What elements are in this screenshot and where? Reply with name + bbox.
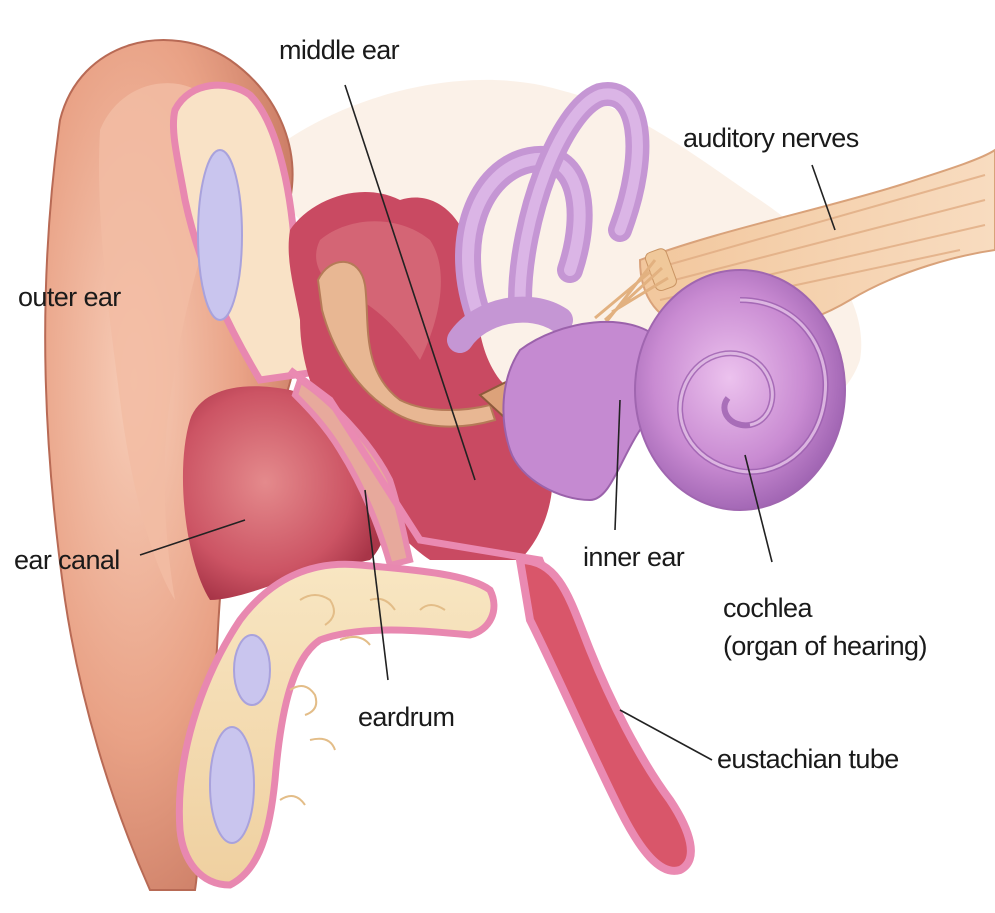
- label-eardrum: eardrum: [358, 703, 454, 733]
- eustachian-tube: [520, 560, 691, 871]
- label-auditory-nerves: auditory nerves: [683, 124, 859, 154]
- label-middle-ear: middle ear: [279, 36, 399, 66]
- label-cochlea-subtitle: (organ of hearing): [723, 632, 927, 662]
- label-outer-ear: outer ear: [18, 283, 121, 313]
- label-cochlea: cochlea: [723, 594, 812, 624]
- cartilage-blue-lower-2: [210, 727, 254, 843]
- label-ear-canal: ear canal: [14, 546, 120, 576]
- cartilage-blue-upper: [198, 150, 242, 320]
- cochlea-shape: [635, 270, 845, 510]
- cartilage-blue-lower-1: [234, 635, 270, 705]
- label-eustachian-tube: eustachian tube: [717, 745, 899, 775]
- label-inner-ear: inner ear: [583, 543, 684, 573]
